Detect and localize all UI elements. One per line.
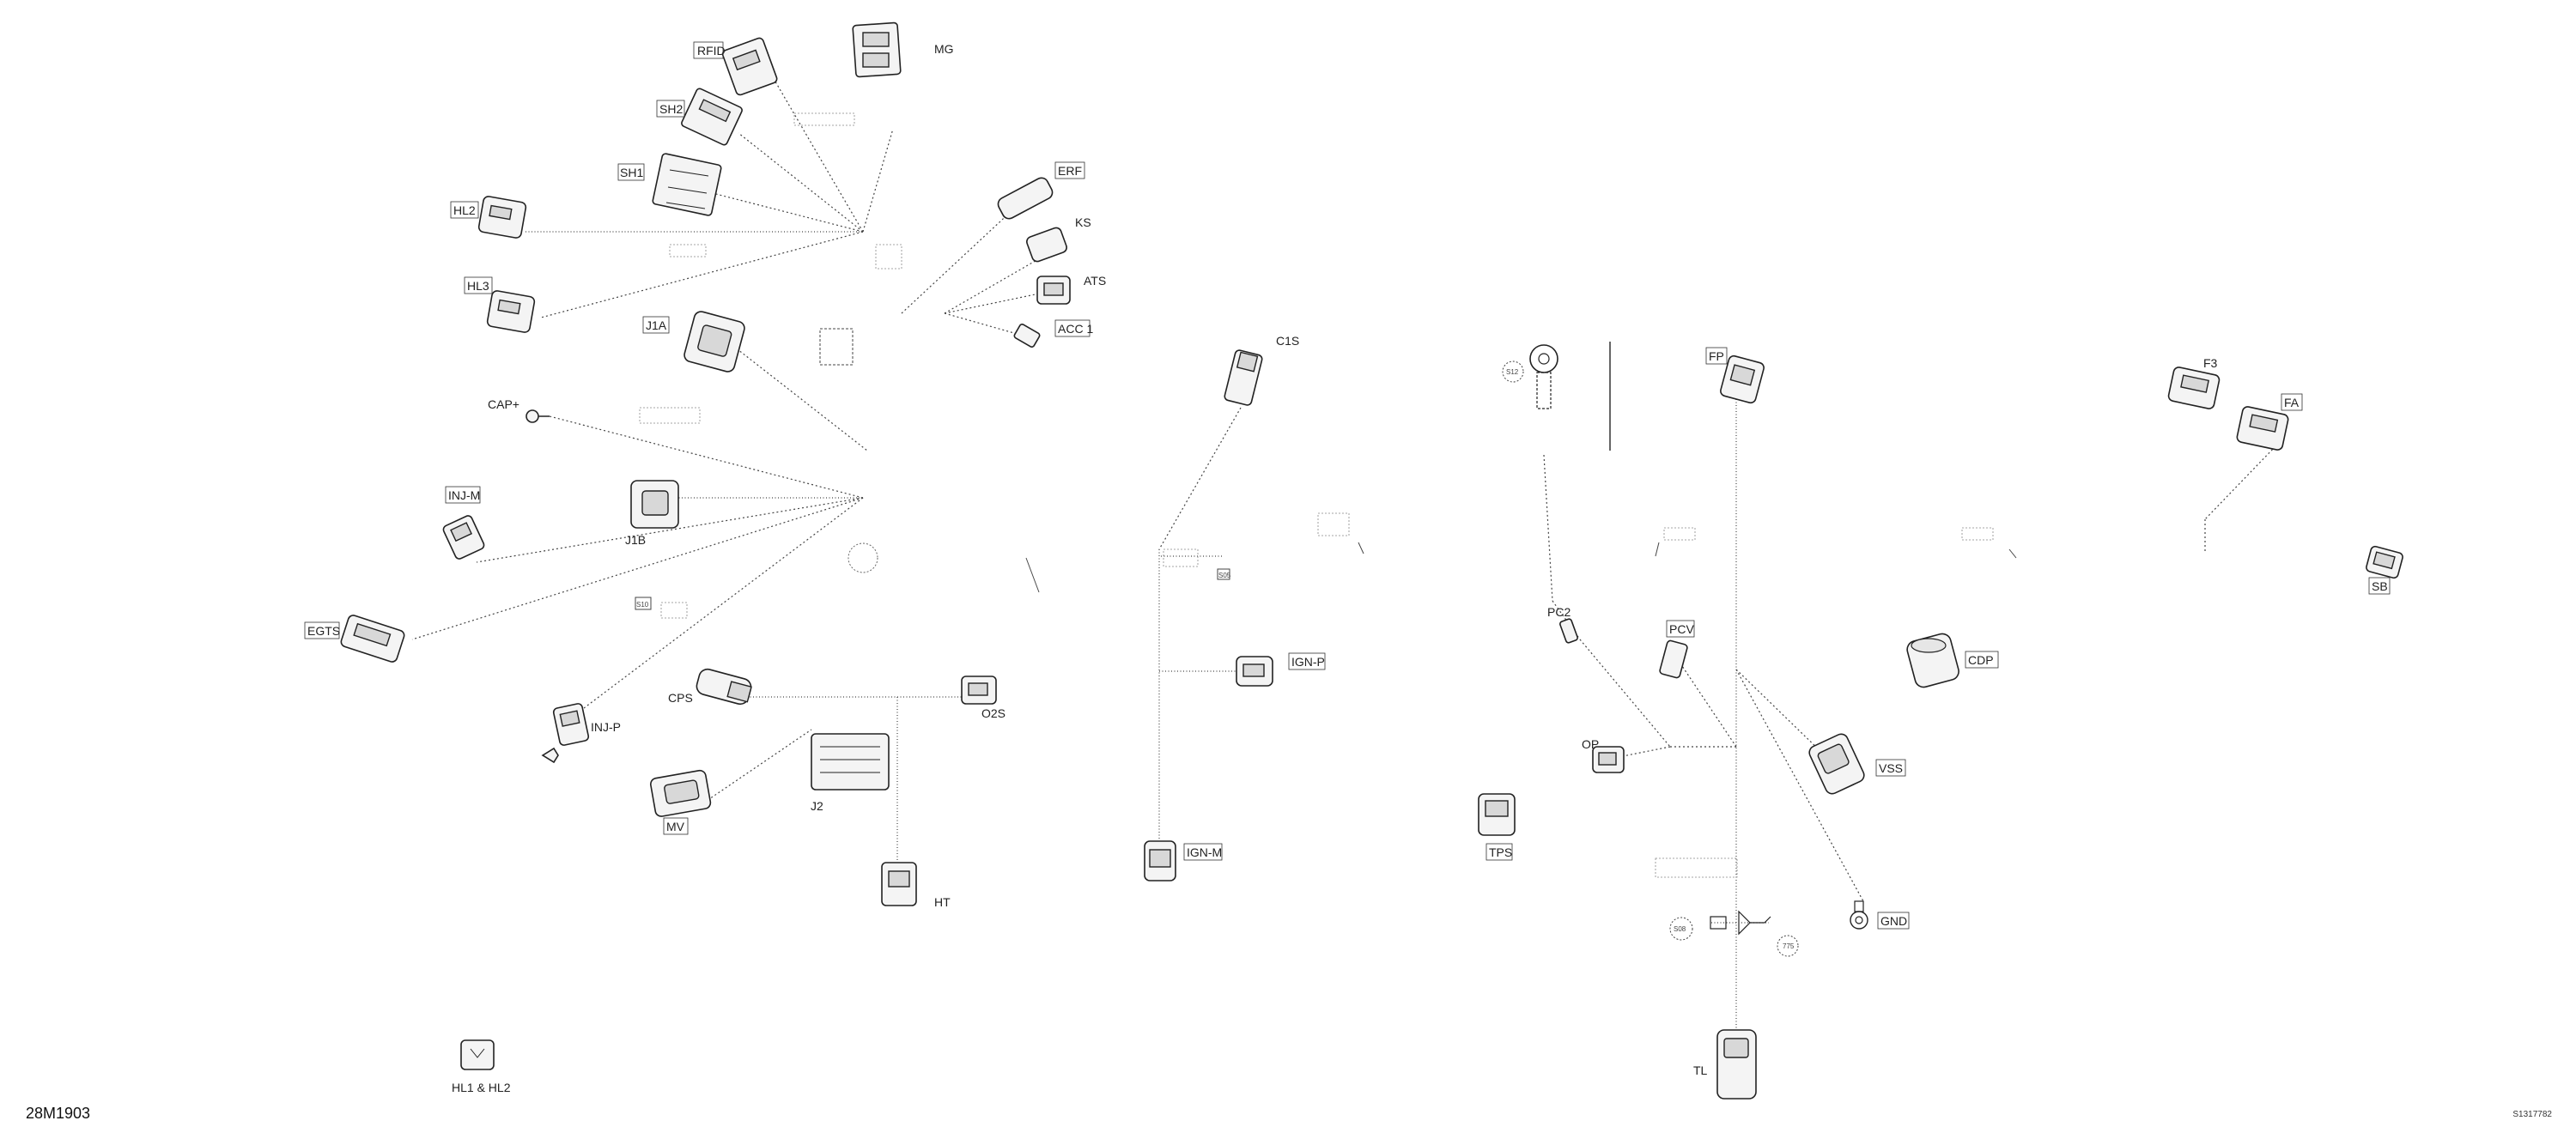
label-cap: CAP+ [488,397,519,411]
connector-mg [852,21,902,78]
marker-775: 775 [1783,942,1795,950]
label-tps: TPS [1489,845,1512,859]
label-erf: ERF [1058,164,1082,178]
connector-hl2 [477,196,527,239]
figure-id: 28M1903 [26,1105,91,1122]
right-notes [1655,527,2017,559]
label-ign-p: IGN-P [1291,655,1325,669]
label-hl3: HL3 [467,279,489,293]
marker-s08: S08 [1674,925,1686,933]
connector-ht [881,862,917,906]
connector-hl1-hl2 [460,1039,495,1070]
label-gnd: GND [1880,914,1907,928]
connector-j2 [811,733,890,791]
label-rfid: RFID [697,44,726,58]
marker-s10: S10 [636,601,649,609]
connector-ign-m [1144,840,1176,881]
connector-cdp [1906,633,1959,688]
connector-egts [340,615,405,663]
connector-mv [649,769,712,817]
connector-ks [1026,227,1067,263]
label-j1a: J1A [646,318,667,332]
splice-assembly [1655,857,1799,957]
label-mg: MG [934,42,954,56]
marker-codes: S10 S05 S12 S08 775 [636,368,1795,950]
label-o2s: O2S [981,706,1005,720]
label-pc2: PC2 [1547,605,1571,619]
label-sh1: SH1 [620,166,643,179]
label-fa: FA [2284,396,2300,409]
connector-labels: MG RFID SH2 SH1 HL2 HL3 J1A J1B CAP+ INJ… [307,42,2388,1094]
connector-pc2 [1559,618,1578,644]
label-hl1-hl2: HL1 & HL2 [452,1081,511,1094]
connector-erf [997,177,1054,220]
label-hl2: HL2 [453,203,476,217]
middle-harness-wires [1158,407,1242,845]
label-frames [304,41,2391,930]
label-ht: HT [934,895,951,909]
right-harness-wires [1543,342,2276,1034]
connector-vss [1808,733,1865,795]
connector-pcv [1659,639,1688,679]
connector-rfid [721,37,778,96]
connector-c1s [1224,349,1263,406]
connector-tps [1478,793,1516,836]
connector-gnd [1850,900,1868,930]
marker-s05: S05 [1218,572,1231,579]
connector-sb [2366,545,2403,579]
label-c1s: C1S [1276,334,1299,348]
label-acc1: ACC 1 [1058,322,1093,336]
label-f3: F3 [2203,356,2218,370]
connector-sh1 [652,153,722,216]
label-fp: FP [1709,349,1724,363]
connector-sh2 [681,88,743,146]
label-inj-m: INJ-M [448,488,480,502]
label-cdp: CDP [1968,653,1994,667]
connector-o2s [961,675,997,705]
reference-code: S1317782 [2512,1110,2552,1119]
connector-op [1592,746,1625,773]
connector-cps [696,668,752,706]
label-vss: VSS [1879,761,1903,775]
label-op: OP [1582,737,1599,751]
connector-hl3 [486,290,536,333]
connector-tl [1716,1029,1757,1100]
label-ks: KS [1075,215,1091,229]
label-pcv: PCV [1669,622,1694,636]
label-sh2: SH2 [659,102,683,116]
marker-s12: S12 [1506,368,1519,376]
label-mv: MV [666,820,685,833]
connector-fa [2236,406,2289,451]
label-sb: SB [2372,579,2388,593]
connector-ign-p [1236,656,1273,687]
left-harness-wires [411,76,1057,863]
ring-terminal [1502,344,1558,409]
label-j2: J2 [811,799,823,813]
left-notes [635,112,902,619]
middle-notes [1025,512,1364,593]
connector-fp [1720,354,1765,404]
connector-j1b [630,480,679,529]
label-cps: CPS [668,691,693,705]
label-egts: EGTS [307,624,340,638]
connector-j1a [683,311,745,373]
label-inj-p: INJ-P [591,720,621,734]
label-ats: ATS [1084,274,1106,288]
connector-inj-p [541,703,590,764]
connector-acc1 [1013,324,1041,348]
connector-inj-m [442,515,485,560]
label-tl: TL [1693,1063,1708,1077]
label-ign-m: IGN-M [1187,845,1222,859]
connector-ats [1036,276,1071,305]
connector-cap [526,409,550,423]
label-j1b: J1B [625,533,646,547]
connector-f3 [2167,367,2221,409]
